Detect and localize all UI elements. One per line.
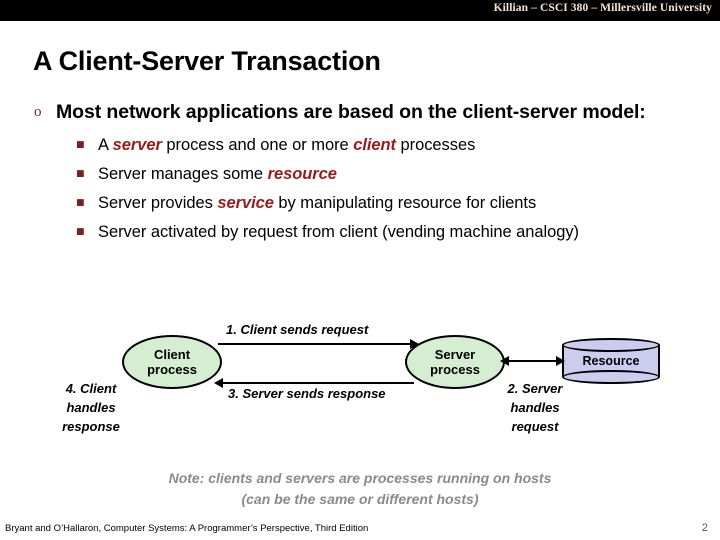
step-4-line3: response [62,418,120,434]
client-process-node: Client process [122,335,222,389]
bullet-level2-item: ■ Server manages some resource [76,165,696,194]
bullet-marker-circle-icon: o [34,104,42,120]
server-process-label-line2: process [430,362,480,377]
step-4-line1: 4. Client [65,381,117,396]
diagram-note: Note: clients and servers are processes … [0,468,720,510]
bullet-level2-item: ■ Server activated by request from clien… [76,223,696,252]
bullet-list-level2: ■ A server process and one or more clien… [76,136,696,252]
resource-arrow-head-right-icon [556,356,565,366]
step-2-label: 2. Server handles request [480,380,590,437]
bullet-text-segment: process and one or more [161,136,354,154]
bullet-level1: o Most network applications are based on… [34,101,646,124]
step-2-line2: handles [510,399,560,415]
bullet-text-segment: Server provides [98,194,218,212]
request-arrow-line [218,343,414,345]
server-process-label-line1: Server [434,346,476,362]
bullet-marker-square-icon: ■ [76,140,85,150]
page-title: A Client-Server Transaction [33,46,381,76]
step-4-line2: handles [66,399,116,415]
bullet-text-segment: processes [396,136,476,154]
bullet-level2-text: Server manages some resource [98,165,337,184]
bullet-level2-text: A server process and one or more client … [98,136,475,155]
bullet-text-segment: by manipulating resource for clients [273,194,537,212]
bullet-emphasis-resource: resource [267,165,337,183]
step-2-line1: 2. Server [507,381,563,396]
bullet-emphasis-server: server [112,136,162,154]
cylinder-bottom-icon [562,370,660,384]
diagram-note-line2: (can be the same or different hosts) [241,491,479,507]
client-process-label-line2: process [147,362,197,377]
bullet-emphasis-service: service [217,194,274,212]
step-4-label: 4. Client handles response [36,380,146,437]
response-arrow-line [222,382,414,384]
bullet-text-segment: A [98,136,113,154]
step-2-line3: request [511,418,559,434]
cylinder-top-icon [562,338,660,352]
resource-arrow-head-left-icon [500,356,509,366]
bullet-text-segment: Server manages some [98,165,268,183]
bullet-marker-square-icon: ■ [76,169,85,179]
resource-arrow-line [503,360,563,362]
bullet-level2-text: Server activated by request from client … [98,223,579,241]
client-server-diagram: Client process Server process Resource 1… [0,300,720,460]
diagram-note-line1: Note: clients and servers are processes … [168,470,552,486]
bullet-marker-square-icon: ■ [76,227,85,237]
bullet-marker-square-icon: ■ [76,198,85,208]
bullet-level2-text: Server provides service by manipulating … [98,194,536,213]
request-arrow-head-icon [410,339,419,349]
bullet-emphasis-client: client [353,136,396,154]
bullet-level2-item: ■ Server provides service by manipulatin… [76,194,696,223]
bullet-level1-text: Most network applications are based on t… [56,101,646,123]
page-number: 2 [701,522,708,534]
resource-node: Resource [562,338,660,384]
footer-citation: Bryant and O’Hallaron, Computer Systems:… [5,523,369,534]
response-arrow-head-icon [214,378,223,388]
client-process-label-line1: Client [153,346,191,362]
step-1-label: 1. Client sends request [226,322,369,337]
step-3-label: 3. Server sends response [228,386,386,401]
bullet-level2-item: ■ A server process and one or more clien… [76,136,696,165]
course-banner-text: Killian – CSCI 380 – Millersville Univer… [493,2,712,14]
top-banner: Killian – CSCI 380 – Millersville Univer… [0,0,720,21]
resource-label: Resource [582,354,640,368]
